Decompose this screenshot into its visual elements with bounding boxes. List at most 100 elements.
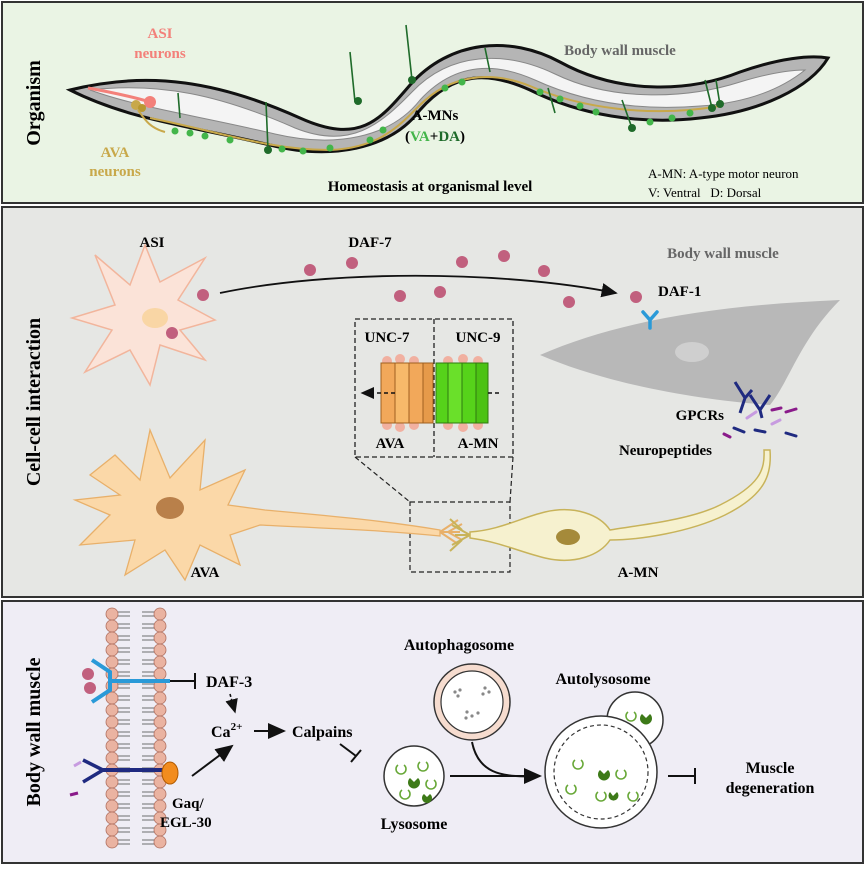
legend-line-2: V: Ventral D: Dorsal: [648, 185, 762, 200]
lipid-tail: [142, 791, 154, 797]
lipid-tail: [142, 827, 154, 833]
neuropeptides-label: Neuropeptides: [619, 443, 712, 459]
lipid-tail: [118, 815, 130, 821]
lipid-tail: [118, 755, 130, 761]
homeostasis-label: Homeostasis at organismal level: [328, 179, 533, 195]
organism-title: Organism: [23, 60, 45, 146]
lipid-tail: [118, 827, 130, 833]
lipid-head: [153, 727, 167, 741]
lipid-tail: [118, 743, 130, 749]
gap-junction-inset: UNC-7 UNC-9 AVA A-: [354, 318, 514, 573]
amn-cell-label: A-MN: [618, 565, 659, 581]
lipid-head: [105, 751, 119, 765]
lipid-tail: [142, 611, 154, 617]
lipid-head: [153, 787, 167, 801]
lysosome-shape: [383, 745, 445, 807]
lipid-tail: [118, 683, 130, 689]
lipid-tail: [142, 743, 154, 749]
lipid-head: [153, 715, 167, 729]
amns-subtypes: (VA+DA): [405, 129, 465, 145]
body-wall-muscle-label: Body wall muscle: [564, 43, 676, 59]
ca-label: Ca2+: [211, 721, 242, 741]
daf7-arrow: [219, 274, 618, 298]
inset-amn-label: A-MN: [458, 436, 499, 452]
lipid-head: [153, 751, 167, 765]
lipid-head: [105, 643, 119, 657]
daf1-receptor-icon: [641, 310, 659, 330]
lipid-tail: [142, 755, 154, 761]
cell-interaction-panel: Cell-cell interaction ASI DAF-7 Body wal…: [1, 206, 864, 598]
lipid-tail: [118, 635, 130, 641]
ava-neuron: [72, 427, 463, 582]
daf7-label: DAF-7: [348, 235, 392, 251]
lipid-tail: [142, 659, 154, 665]
lipid-head: [105, 607, 119, 621]
lipid-tail: [142, 647, 154, 653]
autolysosome-label: Autolysosome: [555, 671, 650, 688]
lipid-tail: [118, 791, 130, 797]
lipid-tail: [142, 779, 154, 785]
unc9-hemichannel: [435, 354, 489, 432]
ava-label: AVA: [101, 145, 130, 161]
lipid-tail: [118, 839, 130, 845]
organism-panel: Organism: [1, 1, 864, 204]
lipid-head: [153, 667, 167, 681]
lipid-head: [153, 739, 167, 753]
muscle-nucleus: [675, 342, 709, 362]
unc7-hemichannel: [380, 354, 434, 432]
lipid-head: [105, 715, 119, 729]
lipid-tail: [118, 803, 130, 809]
gaq-to-ca-arrow: [191, 744, 234, 777]
lipid-head: [105, 811, 119, 825]
gpcrs-label: GPCRs: [676, 408, 724, 424]
lipid-tail: [118, 611, 130, 617]
autolysosome: [544, 691, 664, 829]
gaq-protein: [161, 761, 179, 785]
lipid-head: [105, 631, 119, 645]
gaq-label: Gaq/: [172, 796, 205, 812]
lipid-tail: [118, 731, 130, 737]
amn-nucleus: [556, 529, 580, 545]
worm-inner: [89, 58, 807, 141]
lipid-tail: [142, 623, 154, 629]
lipid-head: [105, 835, 119, 849]
lipid-tail: [142, 671, 154, 677]
lipid-tail: [118, 623, 130, 629]
ava-neuron-shape: [72, 427, 441, 582]
asi-cell-label: ASI: [139, 235, 164, 251]
lipid-tail: [142, 803, 154, 809]
muscle-degeneration-label-1: Muscle: [746, 760, 795, 777]
lipid-tail: [118, 695, 130, 701]
lipid-tail: [142, 695, 154, 701]
lipid-tail: [142, 683, 154, 689]
autophagosome-label: Autophagosome: [404, 637, 514, 654]
lipid-tail: [142, 719, 154, 725]
daf3-label: DAF-3: [206, 674, 252, 691]
lipid-tail: [142, 815, 154, 821]
motor-neuron-bodies-light: [171, 78, 694, 155]
lipid-tail: [118, 647, 130, 653]
lipid-head: [105, 799, 119, 813]
lipid-head: [105, 739, 119, 753]
ava-cell-label: AVA: [191, 565, 220, 581]
lipid-tail: [118, 671, 130, 677]
daf7-particles: [166, 250, 642, 339]
motor-neuron-bodies: [264, 76, 724, 154]
calpains-label: Calpains: [292, 724, 352, 741]
asi-neuron: [69, 242, 217, 387]
asi-label: ASI: [147, 26, 172, 42]
muscle-panel-title: Body wall muscle: [23, 657, 45, 806]
daf3-to-ca-arrow: [225, 693, 238, 714]
lipid-head: [153, 619, 167, 633]
lipid-head: [105, 655, 119, 669]
inhibit-lysosome: [339, 743, 357, 757]
legend-line-1: A-MN: A-type motor neuron: [648, 166, 799, 181]
egl30-label: EGL-30: [160, 815, 212, 831]
lipid-head: [153, 703, 167, 717]
unc9-label: UNC-9: [456, 330, 501, 346]
lipid-head: [153, 643, 167, 657]
asi-neuron-body: [144, 96, 156, 108]
autophagosome: [433, 663, 511, 741]
lipid-tail: [118, 707, 130, 713]
